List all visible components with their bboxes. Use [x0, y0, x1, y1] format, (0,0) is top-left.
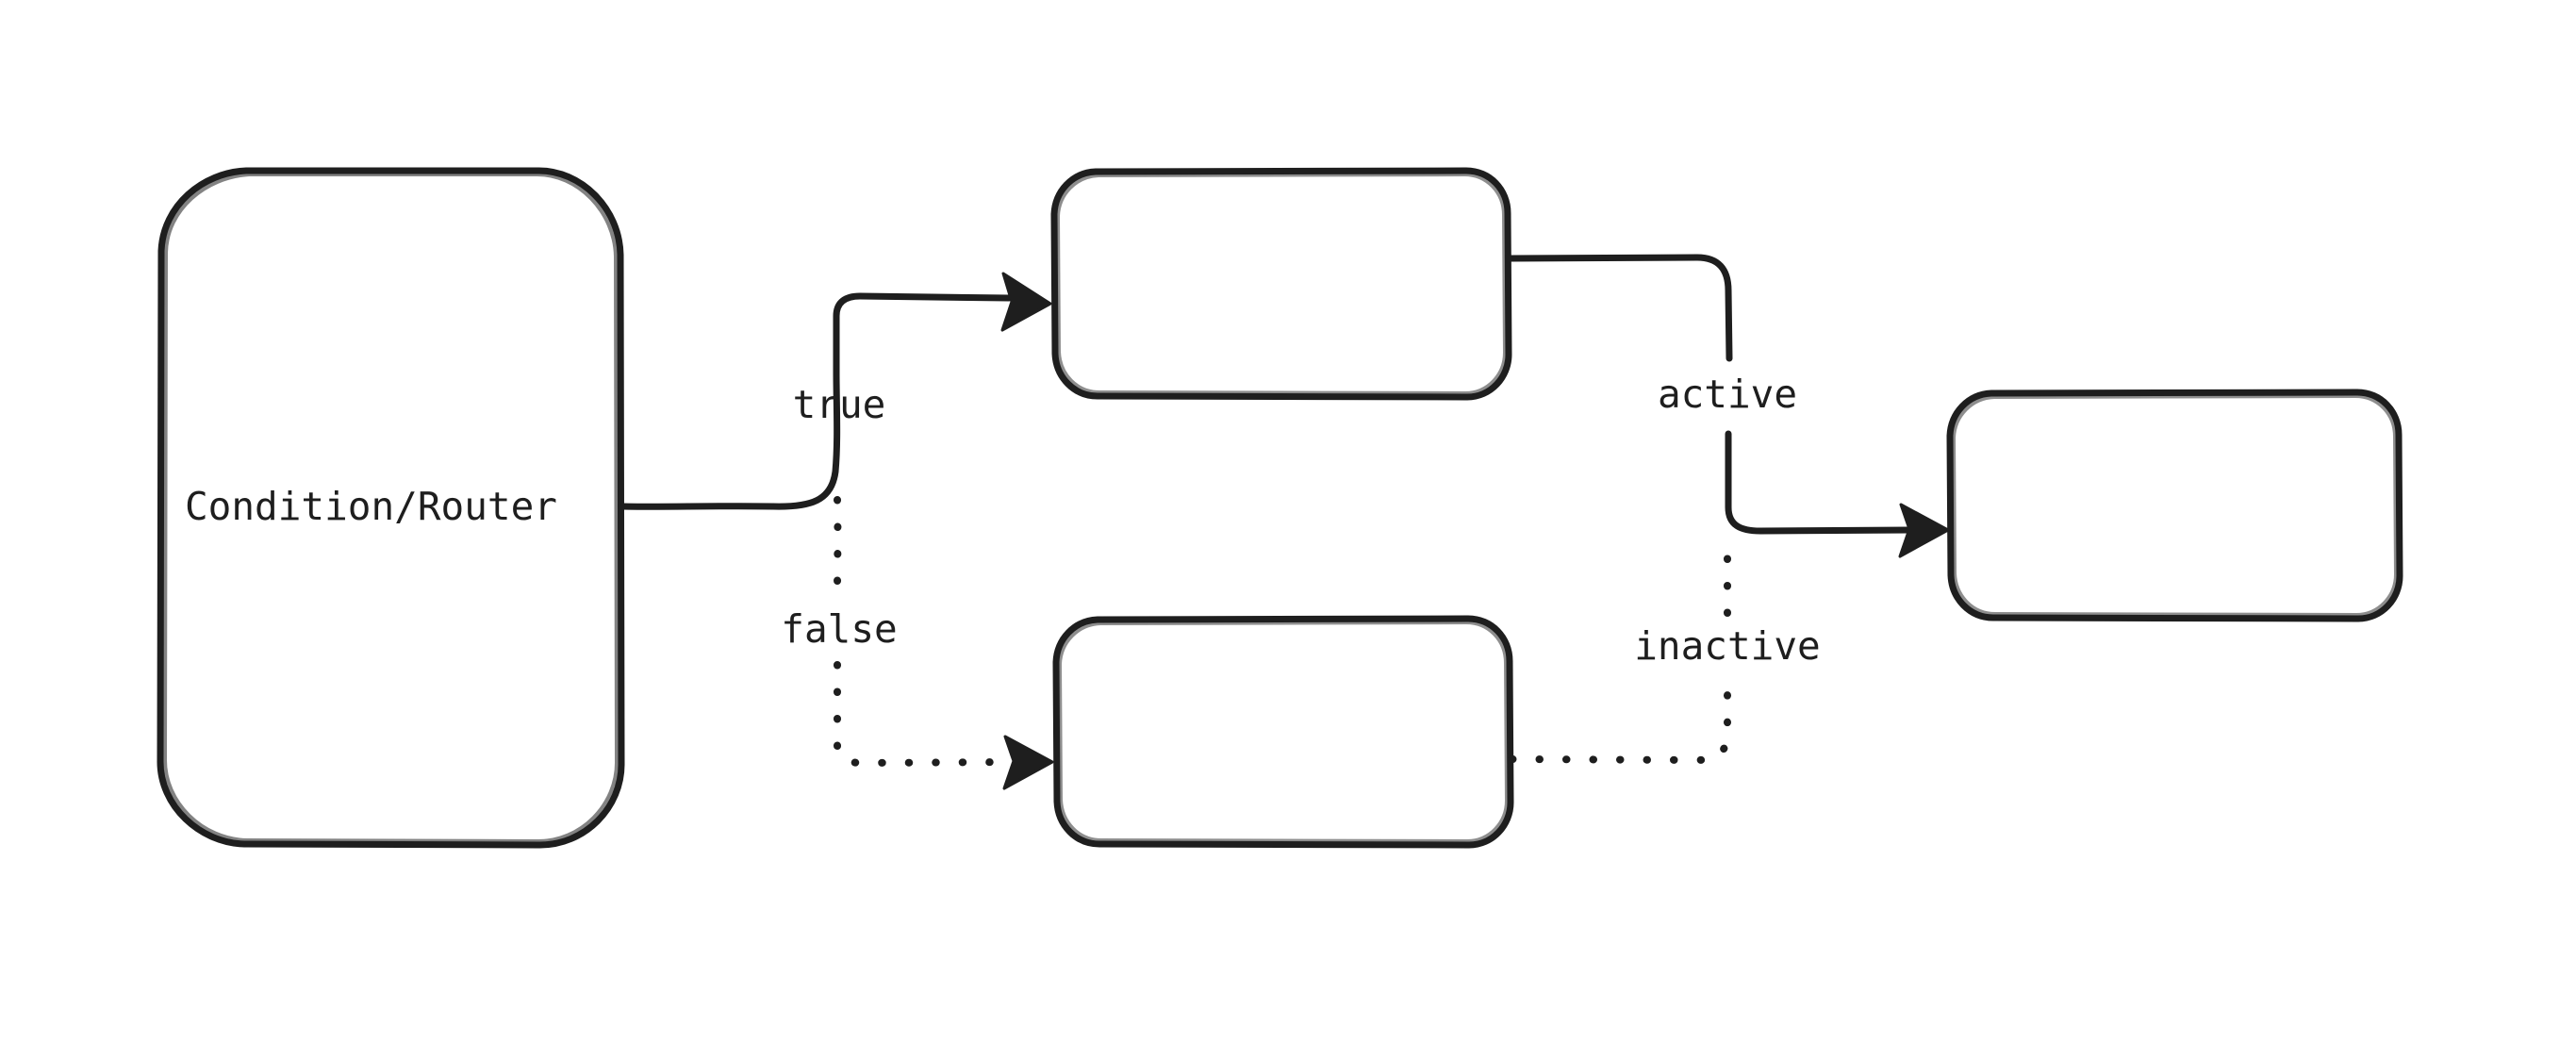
- edge-false-path-lower: [834, 661, 1020, 767]
- false-branch-shape-sketch: [1058, 621, 1509, 843]
- node-true-branch[interactable]: [1050, 167, 1512, 401]
- edge-active-path-lower: [1725, 430, 1916, 535]
- edge-true-path: [619, 292, 1013, 510]
- true-branch-shape-sketch: [1056, 173, 1507, 395]
- false-branch-shape[interactable]: [1052, 615, 1514, 849]
- node-false-branch[interactable]: [1052, 615, 1514, 849]
- edge-active-arrowhead: [1898, 503, 1950, 558]
- edge-false-label: false: [781, 606, 897, 652]
- edge-active[interactable]: active: [1507, 254, 1950, 558]
- edge-true[interactable]: true: [619, 272, 1052, 510]
- node-condition-router[interactable]: Condition/Router: [157, 167, 625, 849]
- edge-inactive-label: inactive: [1634, 623, 1820, 669]
- condition-router-shape[interactable]: [157, 167, 625, 849]
- edge-active-path-upper: [1507, 254, 1733, 362]
- edge-true-arrowhead: [1000, 272, 1052, 332]
- condition-router-shape-sketch: [162, 172, 619, 844]
- condition-router-label: Condition/Router: [185, 484, 557, 529]
- node-merge[interactable]: [1946, 389, 2403, 622]
- merge-shape[interactable]: [1946, 389, 2403, 622]
- merge-shape-sketch: [1952, 394, 2398, 617]
- true-branch-shape[interactable]: [1050, 167, 1512, 401]
- edge-inactive[interactable]: inactive: [1509, 538, 1821, 764]
- edge-active-label: active: [1658, 372, 1797, 417]
- edge-true-label: true: [793, 382, 886, 427]
- edge-false-arrowhead: [1002, 735, 1054, 790]
- edge-inactive-path-lower: [1509, 683, 1731, 764]
- edge-false[interactable]: false: [781, 496, 1054, 790]
